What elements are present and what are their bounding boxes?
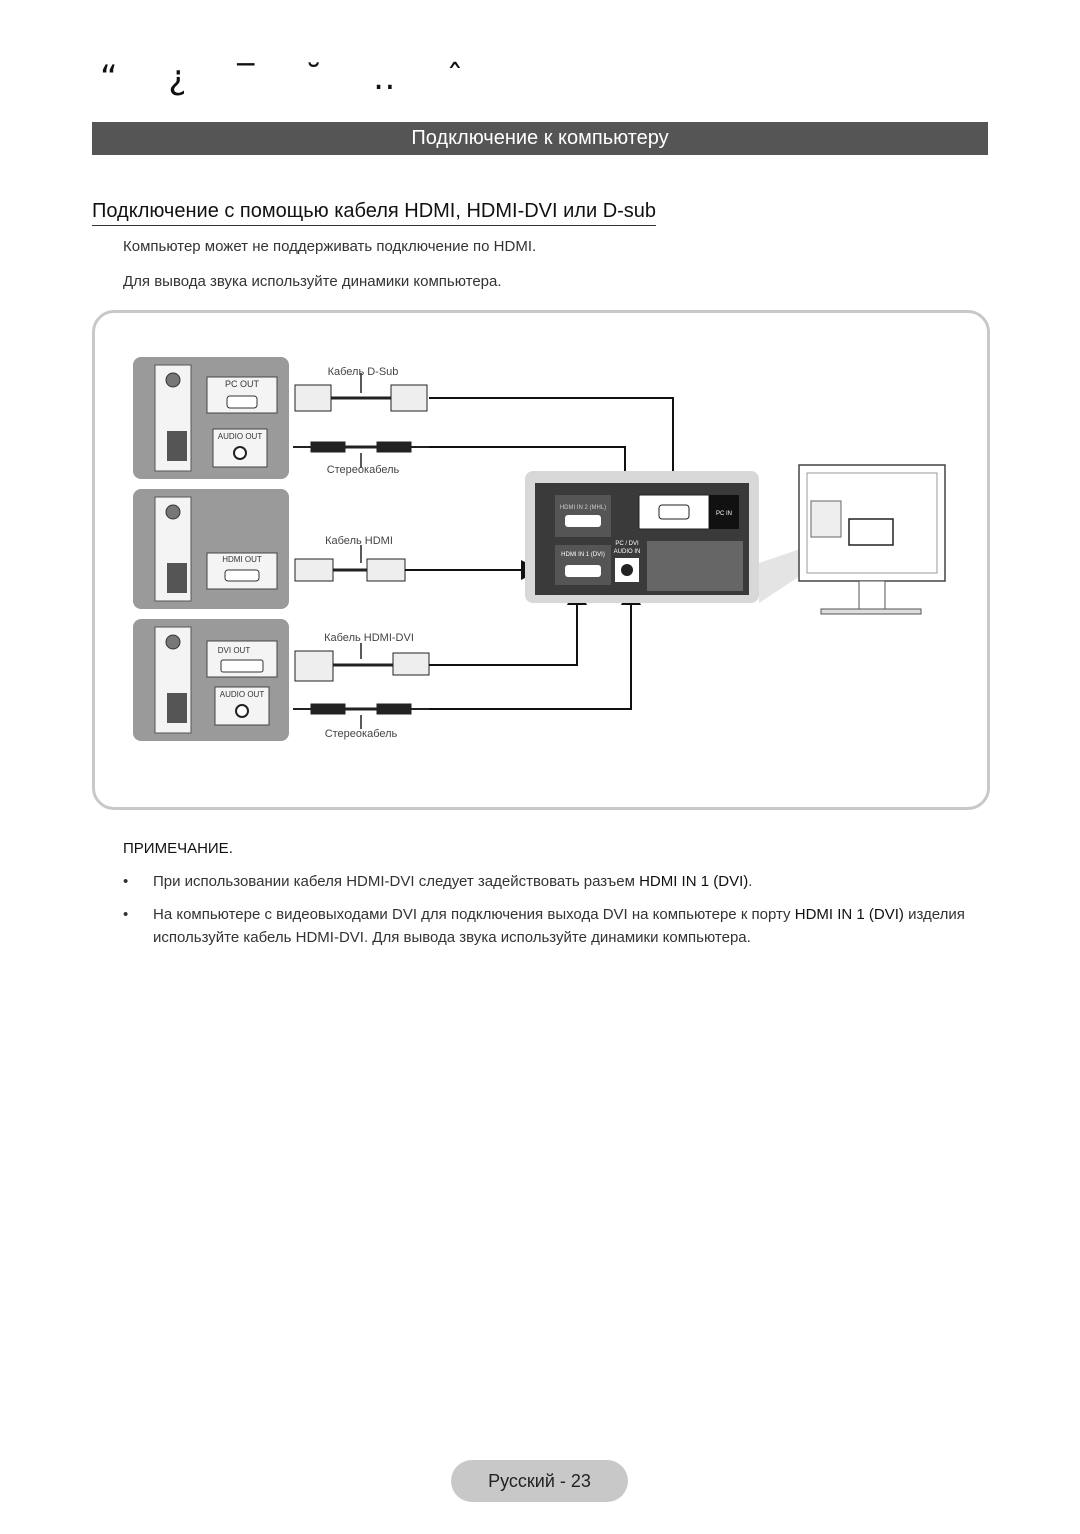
connection-diagram-svg: PC OUT AUDIO OUT HDMI OUT DVI OUT [133,357,946,741]
note-item-2-bold: HDMI IN 1 (DVI) [794,906,904,923]
label-dvi-out: DVI OUT [218,646,251,655]
note-item-1: • При использовании кабеля HDMI-DVI след… [123,870,968,893]
label-hdmi-in-2: HDMI IN 2 (MHL) [560,505,606,511]
pc-unit-dsub: PC OUT AUDIO OUT [133,357,289,479]
label-audio-in: AUDIO IN [614,549,641,555]
note-item-1-end: . [748,873,753,890]
header-glyphs: “ ¿ ‾ ˘ ‥ ˆ [100,58,484,98]
note-title: ПРИМЕЧАНИЕ. [123,840,233,857]
page-number: Русский - 23 [451,1460,628,1502]
section-title: Подключение к компьютеру [92,122,988,155]
label-cable-stereo-2: Стереокабель [325,728,398,740]
label-pc-out: PC OUT [225,379,260,389]
label-cable-hdmi: Кабель HDMI [325,535,393,547]
note-item-1-bold: HDMI IN 1 (DVI) [639,873,749,890]
note-item-2: • На компьютере с видеовыходами DVI для … [123,903,968,949]
tv-panel: HDMI IN 2 (MHL) HDMI IN 1 (DVI) PC / DVI… [525,471,759,603]
connection-diagram: PC OUT AUDIO OUT HDMI OUT DVI OUT [92,310,990,810]
label-hdmi-out: HDMI OUT [222,555,262,564]
note-audio-speakers: Для вывода звука используйте динамики ко… [123,273,502,290]
label-audio-out-2: AUDIO OUT [220,690,265,699]
bullet: • [123,873,129,890]
pc-unit-dvi: DVI OUT AUDIO OUT [133,619,289,741]
note-item-2-text: На компьютере с видеовыходами DVI для по… [153,906,795,923]
label-hdmi-in-1: HDMI IN 1 (DVI) [561,552,605,558]
label-audio-out-1: AUDIO OUT [218,432,263,441]
note-item-1-text: При использовании кабеля HDMI-DVI следуе… [153,873,640,890]
pc-unit-hdmi: HDMI OUT [133,489,289,609]
label-cable-dsub: Кабель D-Sub [328,366,399,378]
note-item-2-end: изделия используйте кабель HDMI-DVI. Для… [153,906,965,946]
note-hdmi-support: Компьютер может не поддерживать подключе… [123,238,537,255]
bullet: • [123,906,129,923]
label-cable-hdmi-dvi: Кабель HDMI-DVI [324,632,414,644]
label-cable-stereo-1: Стереокабель [327,464,400,476]
label-pc-dvi: PC / DVI [615,541,639,547]
label-pc-in: PC IN [716,511,732,517]
subsection-title: Подключение с помощью кабеля HDMI, HDMI-… [92,200,657,226]
cables [293,373,430,729]
tv-illustration [798,464,946,615]
